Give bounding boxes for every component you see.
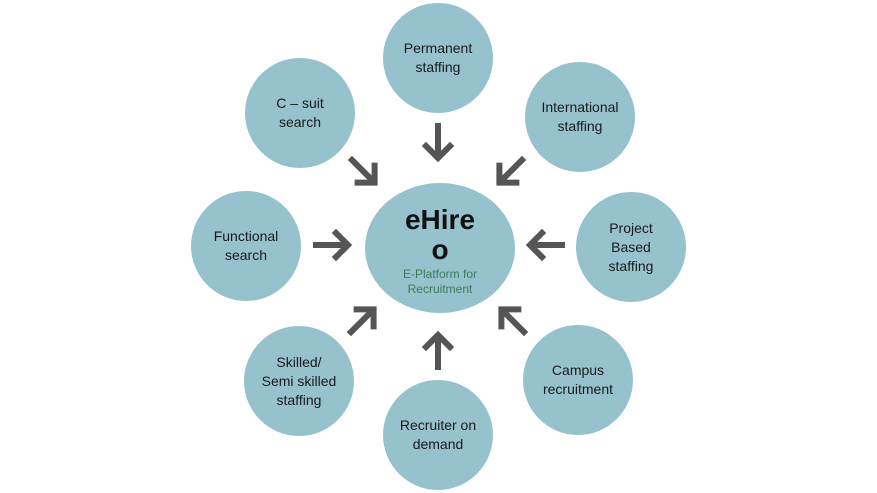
hub-subtitle: E-Platform for Recruitment — [402, 267, 477, 296]
arrow-from-recruiter-icon — [421, 330, 455, 370]
node-international-staffing: International staffing — [525, 62, 635, 172]
node-campus-recruitment: Campus recruitment — [523, 325, 633, 435]
arrow-from-international-icon — [496, 155, 527, 186]
node-label: Functional search — [213, 228, 279, 263]
hub-title: eHire o — [404, 204, 476, 265]
node-functional-search: Functional search — [191, 191, 301, 301]
node-label: International staffing — [541, 99, 619, 134]
node-skilled-semi-skilled-staffing: Skilled/ Semi skilled staffing — [244, 326, 354, 436]
arrow-from-permanent-icon — [421, 123, 455, 163]
node-c-suit-search: C – suit search — [245, 58, 355, 168]
arrow-from-project-icon — [525, 228, 565, 262]
node-label: Recruiter on demand — [399, 417, 477, 452]
arrow-from-csuit-icon — [347, 155, 378, 186]
arrow-from-skilled-icon — [346, 306, 377, 337]
node-label: Skilled/ Semi skilled staffing — [261, 353, 337, 408]
node-recruiter-on-demand: Recruiter on demand — [383, 380, 493, 490]
node-label: Campus recruitment — [542, 362, 614, 397]
center-hub-ehireo: eHire o E-Platform for Recruitment — [365, 183, 515, 313]
arrow-from-campus-icon — [498, 306, 529, 337]
node-project-based-staffing: Project Based staffing — [576, 192, 686, 302]
node-label: Project Based staffing — [608, 219, 654, 274]
node-label: Permanent staffing — [403, 40, 473, 75]
node-permanent-staffing: Permanent staffing — [383, 3, 493, 113]
node-label: C – suit search — [276, 95, 324, 130]
arrow-from-functional-icon — [313, 228, 353, 262]
